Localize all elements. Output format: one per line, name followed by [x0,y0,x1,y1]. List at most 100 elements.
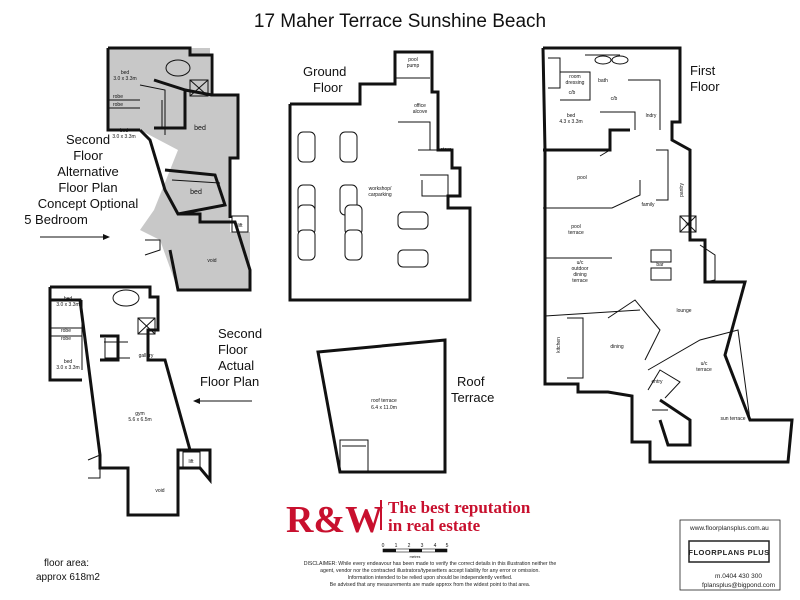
first-sun-terrace-label: sun terrace [720,416,745,422]
pool-pump-line2: pump [407,63,420,69]
alt-caption-line5: Concept Optional [38,196,139,211]
act-lift-label: lift [189,459,195,465]
first-bed-size: 4.3 x 3.3m [559,119,582,125]
alt-bed1-size: 3.0 x 3.3m [113,76,136,82]
floor-area-value: approx 618m2 [36,572,100,583]
first-pool-label: pool [577,175,586,181]
alt-bed1-label: bed [121,70,130,76]
alt-caption-line3: Alternative [57,164,118,179]
alt-caption-line1: Second [66,132,110,147]
act-caption-line1: Second [218,326,262,341]
alt-bed2-label: bed [120,128,129,134]
act-bed1-size: 3.0 x 3.3m [56,302,79,308]
ground-caption-line2: Floor [313,80,343,95]
credit-website: www.floorplansplus.com.au [689,525,769,532]
alt-lift-label: lift [238,223,244,229]
second-floor-actual-caption: Second Floor Actual Floor Plan [193,326,262,404]
first-kitchen-label: kitchen [556,337,562,353]
office-line2: alcove [413,109,428,115]
act-bed1-label: bed [64,296,73,302]
act-arrow-head [193,398,200,404]
first-lndry-label: lndry [646,113,657,119]
first-uc-terrace-line2: terrace [696,367,712,373]
rw-tagline-line1: The best reputation [388,498,531,517]
alt-bed4-label: bed [190,189,202,196]
alt-bed2-size: 3.0 x 3.3m [112,134,135,140]
act-robe2-label: robe [61,336,71,342]
alt-caption-line6: 5 Bedroom [24,212,88,227]
first-outdoor-line3: dining [573,272,587,278]
rw-logo: R&W [286,499,383,541]
first-uc-terrace-line1: u/c [701,361,708,367]
first-floor-plan: room dressing bath c/b c/b bed 4.3 x 3.3… [541,46,794,464]
second-floor-alternative-plan: bed 3.0 x 3.3m robe robe bed 3.0 x 3.3m … [106,46,252,292]
scale-tick-5: 5 [446,543,449,549]
act-gym-size: 5.6 x 6.5m [128,417,151,423]
floor-area: floor area: approx 618m2 [36,558,100,583]
first-bath-label: bath [598,78,608,84]
alt-caption-line2: Floor [73,148,103,163]
first-outdoor-line4: terrace [572,278,588,284]
floorplans-plus-credit: www.floorplansplus.com.au FLOORPLANS PLU… [679,519,781,591]
first-pool-terrace-line1: pool [571,224,580,230]
office-line1: office [414,103,426,109]
act-caption-line4: Floor Plan [200,374,259,389]
scale-tick-2: 2 [408,543,411,549]
alt-robe2-label: robe [113,102,123,108]
disclaimer-line2: agent, vendor nor the contracted illustr… [320,568,540,574]
first-lift-label: lift [686,222,692,228]
disclaimer-line1: DISCLAIMER: While every endeavour has be… [304,561,557,567]
alt-arrow-head [103,234,110,240]
roof-terrace-size: 6.4 x 11.0m [371,405,397,411]
first-pantry-label: pantry [679,183,685,197]
disclaimer: DISCLAIMER: While every endeavour has be… [304,561,557,588]
scale-bar: 0 1 2 3 4 5 metres [382,543,449,559]
act-void-label: void [155,488,164,494]
scale-unit: metres [410,555,421,559]
first-cb2-label: c/b [611,96,618,102]
pool-pump-line1: pool [408,57,417,63]
ground-floor-caption: Ground Floor [303,64,346,95]
first-bed-label: bed [567,113,576,119]
act-gym-label: gym [135,411,144,417]
first-outdoor-line1: u/c [577,260,584,266]
second-floor-alternative-caption: Second Floor Alternative Floor Plan Conc… [24,132,138,240]
floor-area-label: floor area: [44,558,89,569]
car-icons [297,131,429,268]
scale-tick-4: 4 [434,543,437,549]
alt-robe1-label: robe [113,94,123,100]
ground-floor-plan: pool pump office alcove store workshop/ … [288,50,472,302]
ground-caption-line1: Ground [303,64,346,79]
first-entry-label: entry [651,379,663,385]
roof-caption-line1: Roof [457,374,485,389]
rw-branding: R&W The best reputation in real estate [286,498,531,541]
first-room-label: room [569,74,580,80]
alt-void-label: void [207,258,216,264]
act-caption-line3: Actual [218,358,254,373]
first-floor-caption: First Floor [690,63,720,94]
workshop-line2: carparking [368,192,392,198]
roof-terrace-label: roof terrace [371,398,397,404]
roof-terrace-plan: roof terrace 6.4 x 11.0m [316,338,447,474]
rw-tagline-line2: in real estate [388,516,481,535]
page-title: 17 Maher Terrace Sunshine Beach [254,11,546,32]
alt-bed3-label: bed [194,125,206,132]
workshop-line1: workshop/ [369,186,392,192]
act-bed2-label: bed [64,359,73,365]
first-dining-label: dining [610,344,624,350]
first-caption-line1: First [690,63,716,78]
scale-tick-1: 1 [395,543,398,549]
first-bar-label: bar [656,262,664,268]
store-label: store [440,147,451,153]
act-bed2-size: 3.0 x 3.3m [56,365,79,371]
first-caption-line2: Floor [690,79,720,94]
credit-email: fplansplus@bigpond.com [702,582,775,589]
first-cb1-label: c/b [569,90,576,96]
first-dressing-label: dressing [566,80,585,86]
first-pool-terrace-line2: terrace [568,230,584,236]
act-robe1-label: robe [61,328,71,334]
credit-logo-text: FLOORPLANS PLUS [688,548,769,557]
first-lounge-label: lounge [676,308,691,314]
floorplans-plus-logo [688,540,770,563]
act-caption-line2: Floor [218,342,248,357]
